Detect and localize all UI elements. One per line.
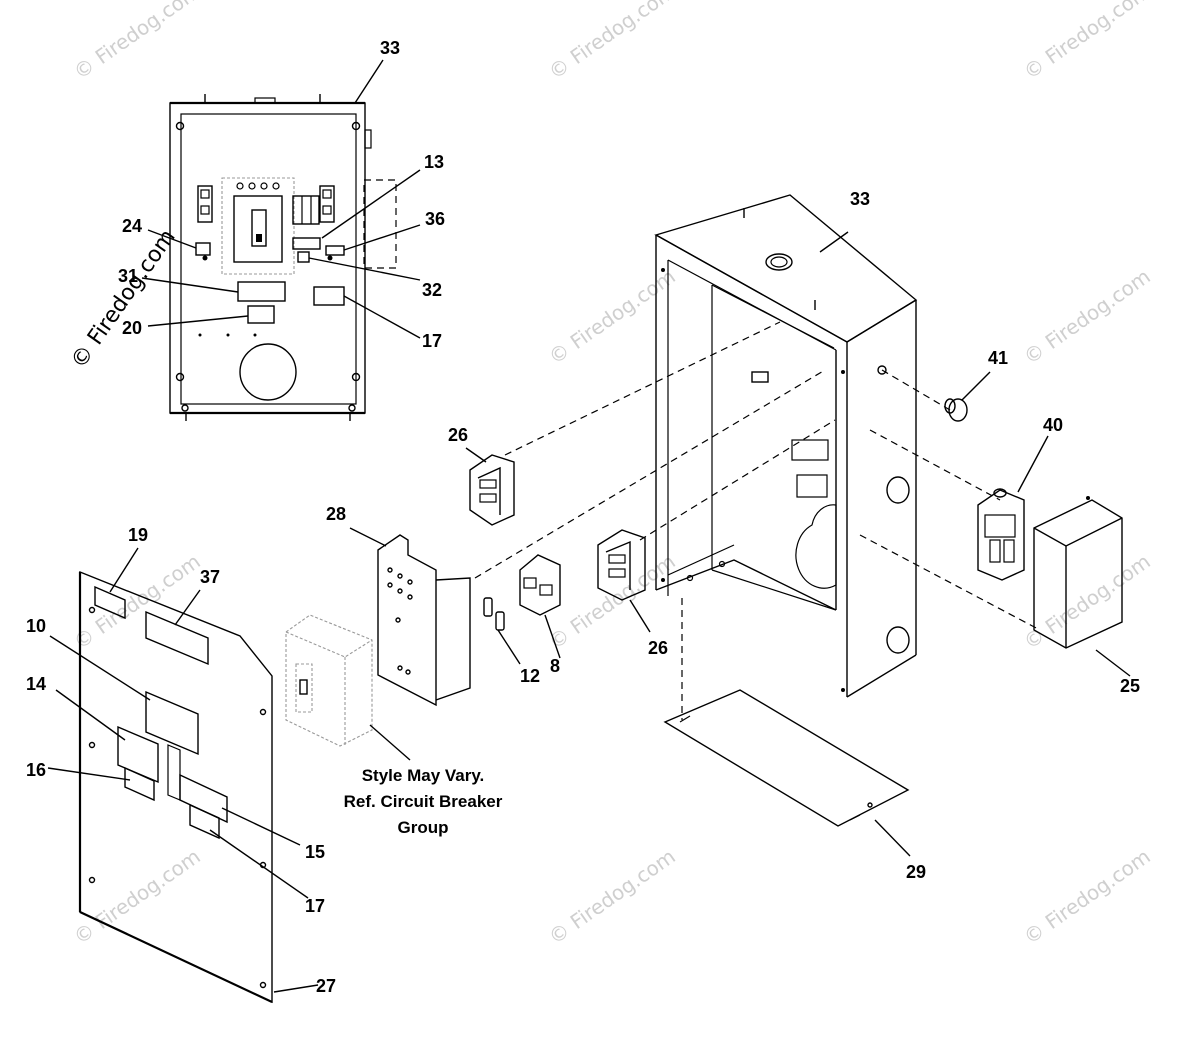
part-28-bracket [349, 527, 471, 707]
enclosure-front-view [141, 59, 421, 421]
callout-17: 17 [422, 331, 442, 351]
callout-31: 31 [118, 266, 138, 286]
callout-29: 29 [906, 862, 926, 882]
part-41-plug [944, 371, 991, 422]
callout-26: 26 [448, 425, 468, 445]
part-8-fuse-holder [519, 554, 561, 659]
assembly-lines [474, 321, 1041, 720]
callout-32: 32 [422, 280, 442, 300]
callout-28: 28 [326, 504, 346, 524]
callout-36: 36 [425, 209, 445, 229]
callout-40: 40 [1043, 415, 1063, 435]
callout-41: 41 [988, 348, 1008, 368]
watermark: © Firedog.com [544, 844, 680, 949]
callout-20: 20 [122, 318, 142, 338]
callout-13: 13 [424, 152, 444, 172]
breaker-note: Style May Vary. Ref. Circuit Breaker Gro… [344, 766, 503, 837]
watermark: © Firedog.com [69, 549, 205, 654]
watermark: © Firedog.com [544, 264, 680, 369]
callout-14: 14 [26, 674, 46, 694]
callout-25: 25 [1120, 676, 1140, 696]
callout-12: 12 [520, 666, 540, 686]
watermarks: © Firedog.com © Firedog.com © Firedog.co… [66, 0, 1154, 949]
watermark: © Firedog.com [69, 844, 205, 949]
watermark-large: © Firedog.com [66, 225, 180, 373]
callout-26: 26 [648, 638, 668, 658]
part-25-box [1033, 496, 1131, 677]
callout-8: 8 [550, 656, 560, 676]
callout-15: 15 [305, 842, 325, 862]
callout-16: 16 [26, 760, 46, 780]
panel-27 [47, 547, 319, 1004]
watermark: © Firedog.com [544, 0, 680, 84]
note-line-1: Style May Vary. [362, 766, 485, 785]
part-29-plate [663, 689, 911, 857]
callout-17: 17 [305, 896, 325, 916]
enclosure-open-view [654, 194, 918, 698]
callout-37: 37 [200, 567, 220, 587]
callout-27: 27 [316, 976, 336, 996]
note-line-3: Group [398, 818, 449, 837]
callout-33: 33 [380, 38, 400, 58]
watermark: © Firedog.com [1019, 264, 1155, 369]
circuit-breaker [285, 614, 411, 761]
callout-24: 24 [122, 216, 142, 236]
watermark: © Firedog.com [69, 0, 205, 84]
callouts: 33 13 24 36 31 32 20 17 33 41 26 40 28 1… [26, 38, 1140, 996]
part-26-lower [597, 529, 651, 633]
callout-19: 19 [128, 525, 148, 545]
note-line-2: Ref. Circuit Breaker [344, 792, 503, 811]
callout-10: 10 [26, 616, 46, 636]
watermark: © Firedog.com [1019, 0, 1155, 84]
part-26-upper [465, 447, 515, 526]
part-12-fuses [483, 597, 521, 665]
callout-33: 33 [850, 189, 870, 209]
part-40-module [977, 435, 1049, 581]
watermark: © Firedog.com [1019, 844, 1155, 949]
